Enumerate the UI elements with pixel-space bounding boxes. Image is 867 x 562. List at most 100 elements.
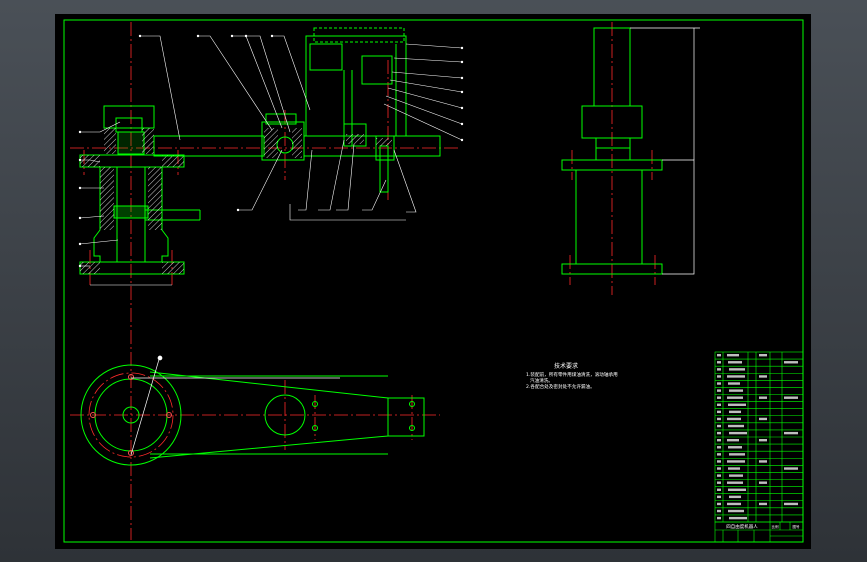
- parts-list-glyph: [784, 396, 798, 399]
- base-section-hatching: [80, 128, 184, 274]
- parts-list-glyph: [717, 417, 721, 421]
- parts-list-glyph: [729, 453, 745, 456]
- parts-list-glyph: [729, 495, 741, 499]
- plan-bolt-holes: [90, 374, 172, 456]
- lift-top-cap: [313, 27, 405, 43]
- parts-list-glyph: [784, 467, 798, 470]
- side-base: [561, 263, 663, 275]
- parts-list-glyph: [729, 410, 741, 414]
- parts-list-glyph: [717, 453, 721, 456]
- tech-req-title: 技术要求: [554, 362, 578, 370]
- parts-list-glyph: [727, 417, 741, 421]
- parts-list-glyph: [717, 460, 721, 463]
- lift-housing: [305, 35, 407, 137]
- side-neck: [595, 137, 631, 161]
- parts-list-glyph: [717, 481, 721, 484]
- parts-list-glyph: [717, 389, 721, 392]
- parts-list-glyph: [759, 396, 767, 399]
- title-block[interactable]: [714, 521, 804, 543]
- drawing-sheet[interactable]: 技术要求 1.装配前，所有零件用煤油清洗，滚动轴承用 汽油清洗。 2.各配合处及…: [55, 14, 811, 549]
- parts-list-glyph: [728, 509, 744, 513]
- parts-list-glyph: [717, 488, 721, 491]
- parts-list-glyph: [717, 361, 721, 364]
- parts-list-glyph: [727, 396, 743, 399]
- plan-bolt-circle: [88, 372, 174, 458]
- arm-link-2: [303, 135, 441, 157]
- parts-list-glyph: [784, 431, 798, 435]
- drawing-canvas[interactable]: 技术要求 1.装配前，所有零件用煤油清洗，滚动轴承用 汽油清洗。 2.各配合处及…: [55, 14, 811, 549]
- parts-list-glyph: [759, 439, 767, 442]
- parts-list-glyph: [727, 502, 741, 506]
- plan-dimensions: [130, 355, 340, 456]
- parts-list-glyph: [717, 474, 721, 477]
- parts-list-glyph: [759, 460, 767, 463]
- parts-list-glyph: [717, 354, 721, 357]
- title-block-scale-label: 比例: [772, 524, 780, 529]
- plan-pin-2: [312, 425, 318, 431]
- top-cap-inner: [115, 117, 143, 133]
- parts-list-glyph: [759, 375, 767, 378]
- parts-list-glyph: [729, 389, 743, 392]
- parts-list-glyph: [729, 474, 743, 477]
- parts-list-glyph: [728, 467, 740, 470]
- plan-pin-1: [312, 401, 318, 407]
- leader-lines: [79, 35, 463, 286]
- parts-list-glyph: [717, 368, 721, 371]
- tech-requirements: 技术要求 1.装配前，所有零件用煤油清洗，滚动轴承用 汽油清洗。 2.各配合处及…: [526, 362, 618, 390]
- parts-list-glyph: [759, 354, 767, 357]
- side-view[interactable]: [561, 27, 663, 275]
- tech-req-line-2: 汽油清洗。: [530, 377, 553, 384]
- parts-list-glyph: [727, 354, 739, 357]
- lift-rod: [379, 145, 389, 193]
- parts-list-glyph: [727, 375, 745, 378]
- parts-list-glyph: [784, 361, 798, 364]
- parts-list-glyph: [717, 502, 721, 506]
- side-dimensions: [630, 27, 700, 275]
- top-cap: [103, 105, 155, 129]
- parts-list-glyph: [729, 431, 747, 435]
- plan-slot-pin-2: [409, 425, 415, 431]
- parts-list-glyph: [717, 396, 721, 399]
- plan-arm-end: [387, 397, 425, 437]
- parts-list-glyph: [759, 481, 767, 484]
- parts-list-glyph: [727, 439, 739, 442]
- parts-list-glyph: [717, 439, 721, 442]
- parts-list-glyph: [727, 460, 745, 463]
- parts-list-glyph: [728, 403, 746, 406]
- parts-list[interactable]: [714, 351, 804, 523]
- motor-block: [309, 43, 343, 71]
- parts-list-glyph: [727, 481, 743, 484]
- plan-base-hub: [122, 406, 140, 424]
- leader-dots: [78, 34, 464, 268]
- parts-list-glyph: [717, 403, 721, 406]
- tech-req-line-1: 1.装配前，所有零件用煤油清洗，滚动轴承用: [526, 371, 618, 378]
- parts-list-glyph: [759, 417, 767, 421]
- parts-list-glyph: [717, 446, 721, 449]
- parts-list-glyph: [728, 424, 744, 428]
- parts-list-fills: [717, 354, 798, 520]
- centerlines: [70, 22, 656, 540]
- drawing-border: [63, 19, 804, 543]
- base-section-view[interactable]: [79, 105, 201, 275]
- parts-list-glyph: [784, 502, 798, 506]
- plan-view[interactable]: [80, 364, 425, 466]
- parts-list-glyph: [717, 410, 721, 414]
- lower-bearing: [113, 205, 149, 219]
- parts-list-glyph: [728, 361, 742, 364]
- parts-list-glyph: [728, 446, 742, 449]
- parts-list-glyph: [717, 431, 721, 435]
- parts-list-glyph: [717, 424, 721, 428]
- parts-list-glyph: [717, 516, 721, 520]
- plan-base-outer: [80, 364, 182, 466]
- tech-req-line-3: 2.各配合处及密封处不允许漏油。: [526, 383, 595, 390]
- parts-list-glyph: [728, 488, 746, 491]
- parts-list-glyph: [728, 382, 740, 385]
- elbow-cap: [265, 113, 297, 125]
- parts-list-glyph: [729, 516, 747, 520]
- parts-list-glyph: [759, 502, 767, 506]
- parts-list-glyph: [717, 495, 721, 499]
- arm-section-hatching: [264, 128, 392, 158]
- parts-list-glyph: [717, 509, 721, 513]
- upper-bearing: [117, 131, 145, 155]
